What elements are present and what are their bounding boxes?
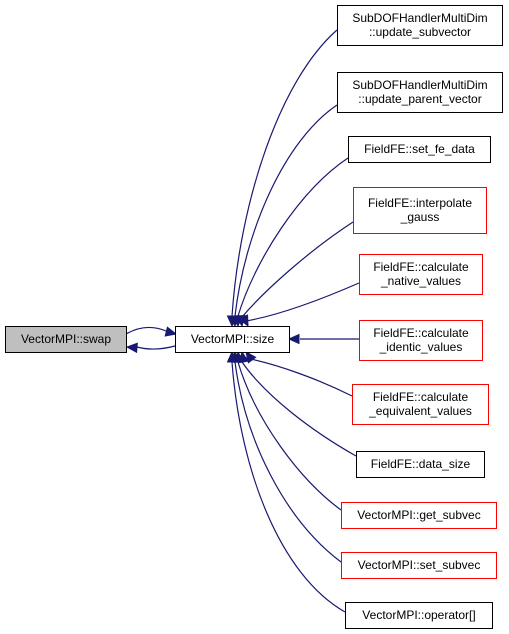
edge-size-to-swap (125, 342, 176, 354)
node-label-line: FieldFE::calculate (373, 390, 469, 404)
node-label-line: VectorMPI::set_subvec (358, 558, 481, 572)
node-set-subvec[interactable]: VectorMPI::set_subvec (341, 552, 497, 579)
edge-line (234, 361, 342, 563)
edge-line (241, 361, 357, 457)
node-label-line: FieldFE::calculate (373, 326, 469, 340)
node-box (345, 602, 493, 629)
node-box (175, 326, 290, 353)
edge-line (245, 357, 353, 397)
node-box (359, 254, 483, 295)
arrow-head (245, 351, 257, 364)
node-label-line: _gauss (400, 210, 440, 224)
node-box (359, 320, 483, 361)
node-box (337, 72, 503, 113)
edge-operator-index-to-size (226, 350, 346, 613)
node-label-line: VectorMPI::swap (21, 332, 111, 346)
edge-line (234, 104, 338, 317)
edge-data-size-to-size (238, 350, 357, 457)
node-interpolate-gauss[interactable]: FieldFE::interpolate_gauss (353, 187, 487, 234)
edge-calculate-equivalent-values-to-size (245, 351, 353, 397)
node-calculate-native-values[interactable]: FieldFE::calculate_native_values (359, 254, 483, 295)
node-set-fe-data[interactable]: FieldFE::set_fe_data (348, 136, 491, 163)
node-box (348, 136, 491, 163)
node-box (337, 5, 503, 46)
node-label-line: ::update_subvector (369, 25, 471, 39)
node-label-line: _native_values (380, 274, 461, 288)
node-label-line: _equivalent_values (368, 404, 472, 418)
node-data-size[interactable]: FieldFE::data_size (356, 451, 485, 478)
node-label-line: VectorMPI::operator[] (362, 608, 475, 622)
node-label-line: _identic_values (379, 340, 463, 354)
node-box (352, 384, 489, 425)
edge-line (237, 361, 342, 511)
node-label-line: FieldFE::interpolate (368, 196, 472, 210)
node-label-line: SubDOFHandlerMultiDim (352, 11, 487, 25)
node-box (341, 502, 497, 529)
edge-line (231, 29, 338, 317)
node-operator-index[interactable]: VectorMPI::operator[] (345, 602, 493, 629)
edge-swap-to-size (125, 326, 178, 337)
edge-line (241, 221, 354, 318)
arrow-head (164, 326, 178, 337)
edge-line (125, 327, 167, 335)
arrow-head (238, 314, 249, 328)
node-calculate-equivalent-values[interactable]: FieldFE::calculate_equivalent_values (352, 384, 489, 425)
node-label-line: VectorMPI::size (191, 332, 275, 346)
edge-calculate-native-values-to-size (238, 282, 360, 328)
nodes: VectorMPI::swap VectorMPI::size SubDOFHand… (5, 5, 503, 629)
node-label-line: FieldFE::calculate (373, 260, 469, 274)
node-get-subvec[interactable]: VectorMPI::get_subvec (341, 502, 497, 529)
node-label-line: VectorMPI::get_subvec (357, 508, 480, 522)
arrow-head (125, 342, 138, 354)
edge-update-subvector-to-size (226, 29, 338, 328)
node-box (5, 326, 127, 353)
node-update-parent-vector[interactable]: SubDOFHandlerMultiDim::update_parent_vec… (337, 72, 503, 113)
node-calculate-identic-values[interactable]: FieldFE::calculate_identic_values (359, 320, 483, 361)
edge-line (245, 282, 360, 322)
edge-line (136, 345, 176, 350)
node-label-line: SubDOFHandlerMultiDim (352, 78, 487, 92)
node-size[interactable]: VectorMPI::size (175, 326, 290, 353)
node-label-line: FieldFE::set_fe_data (364, 142, 475, 156)
arrow-head (226, 350, 238, 363)
node-box (353, 187, 487, 234)
node-swap[interactable]: VectorMPI::swap (5, 326, 127, 353)
node-box (356, 451, 485, 478)
node-box (341, 552, 497, 579)
node-update-subvector[interactable]: SubDOFHandlerMultiDim::update_subvector (337, 5, 503, 46)
node-label-line: FieldFE::data_size (371, 457, 471, 471)
edge-line (231, 361, 346, 613)
edges (125, 29, 360, 613)
edge-line (237, 157, 349, 317)
edge-calculate-identic-values-to-size (287, 333, 359, 345)
edge-get-subvec-to-size (233, 350, 342, 511)
node-label-line: ::update_parent_vector (358, 92, 481, 106)
arrow-head (287, 333, 300, 345)
edge-interpolate-gauss-to-size (235, 221, 354, 328)
